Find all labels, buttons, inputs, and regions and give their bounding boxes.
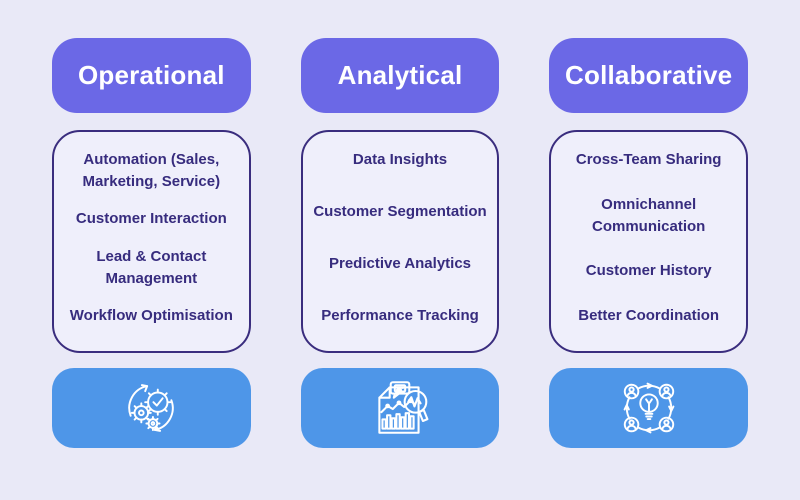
list-item: Customer History [585, 262, 712, 280]
column-collaborative: Collaborative Cross-Team Sharing Omnicha… [549, 38, 749, 448]
list-item: Data Insights [352, 151, 448, 168]
analytical-title: Analytical [337, 60, 463, 90]
collaborative-header: Collaborative [549, 38, 749, 113]
list-item: Performance Tracking [321, 307, 479, 325]
column-operational: Operational Automation (Sales, Marketing… [52, 38, 251, 448]
collaborative-title: Collaborative [565, 60, 733, 90]
list-item: Cross-Team Sharing [575, 151, 722, 168]
list-item: Omnichannel Communication [592, 195, 706, 235]
list-item: Customer Segmentation [313, 203, 487, 221]
column-analytical: Analytical Data Insights Customer Segmen… [300, 38, 500, 448]
automation-gears-icon [128, 384, 175, 432]
operational-header: Operational [52, 38, 251, 113]
collaboration-idea-icon [623, 382, 675, 434]
collaborative-icon-tile [549, 368, 749, 448]
list-item: Predictive Analytics [329, 255, 472, 273]
list-item: Workflow Optimisation [69, 307, 233, 325]
crm-types-diagram: Operational Automation (Sales, Marketing… [52, 38, 749, 448]
operational-feature-card: Automation (Sales, Marketing, Service) C… [52, 130, 251, 353]
analytical-icon-tile [300, 368, 500, 448]
list-item: Better Coordination [578, 307, 720, 325]
list-item: Lead & Contact Management [96, 247, 207, 287]
analytics-report-icon [378, 381, 429, 434]
analytical-header: Analytical [300, 38, 500, 113]
operational-icon-tile [52, 368, 251, 448]
list-item: Automation (Sales, Marketing, Service) [82, 151, 221, 190]
analytical-feature-card: Data Insights Customer Segmentation Pred… [300, 130, 500, 353]
collaborative-feature-card: Cross-Team Sharing Omnichannel Communica… [549, 130, 749, 353]
operational-title: Operational [77, 60, 225, 90]
list-item: Customer Interaction [75, 210, 227, 228]
